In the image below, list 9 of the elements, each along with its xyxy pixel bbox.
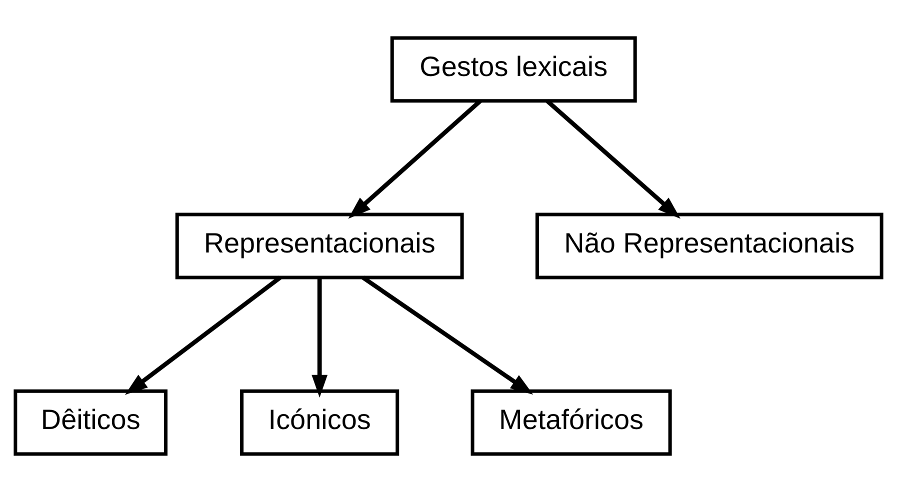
node-box: Gestos lexicais — [390, 36, 637, 102]
node-box: Metafóricos — [470, 388, 672, 456]
arrow — [124, 275, 282, 394]
node-box: Icónicos — [240, 388, 400, 456]
arrow — [312, 277, 328, 398]
node-box: Dêiticos — [14, 388, 168, 456]
arrow — [362, 275, 534, 394]
node-box: Não Representacionais — [535, 212, 884, 279]
node-box: Representacionais — [175, 212, 464, 279]
